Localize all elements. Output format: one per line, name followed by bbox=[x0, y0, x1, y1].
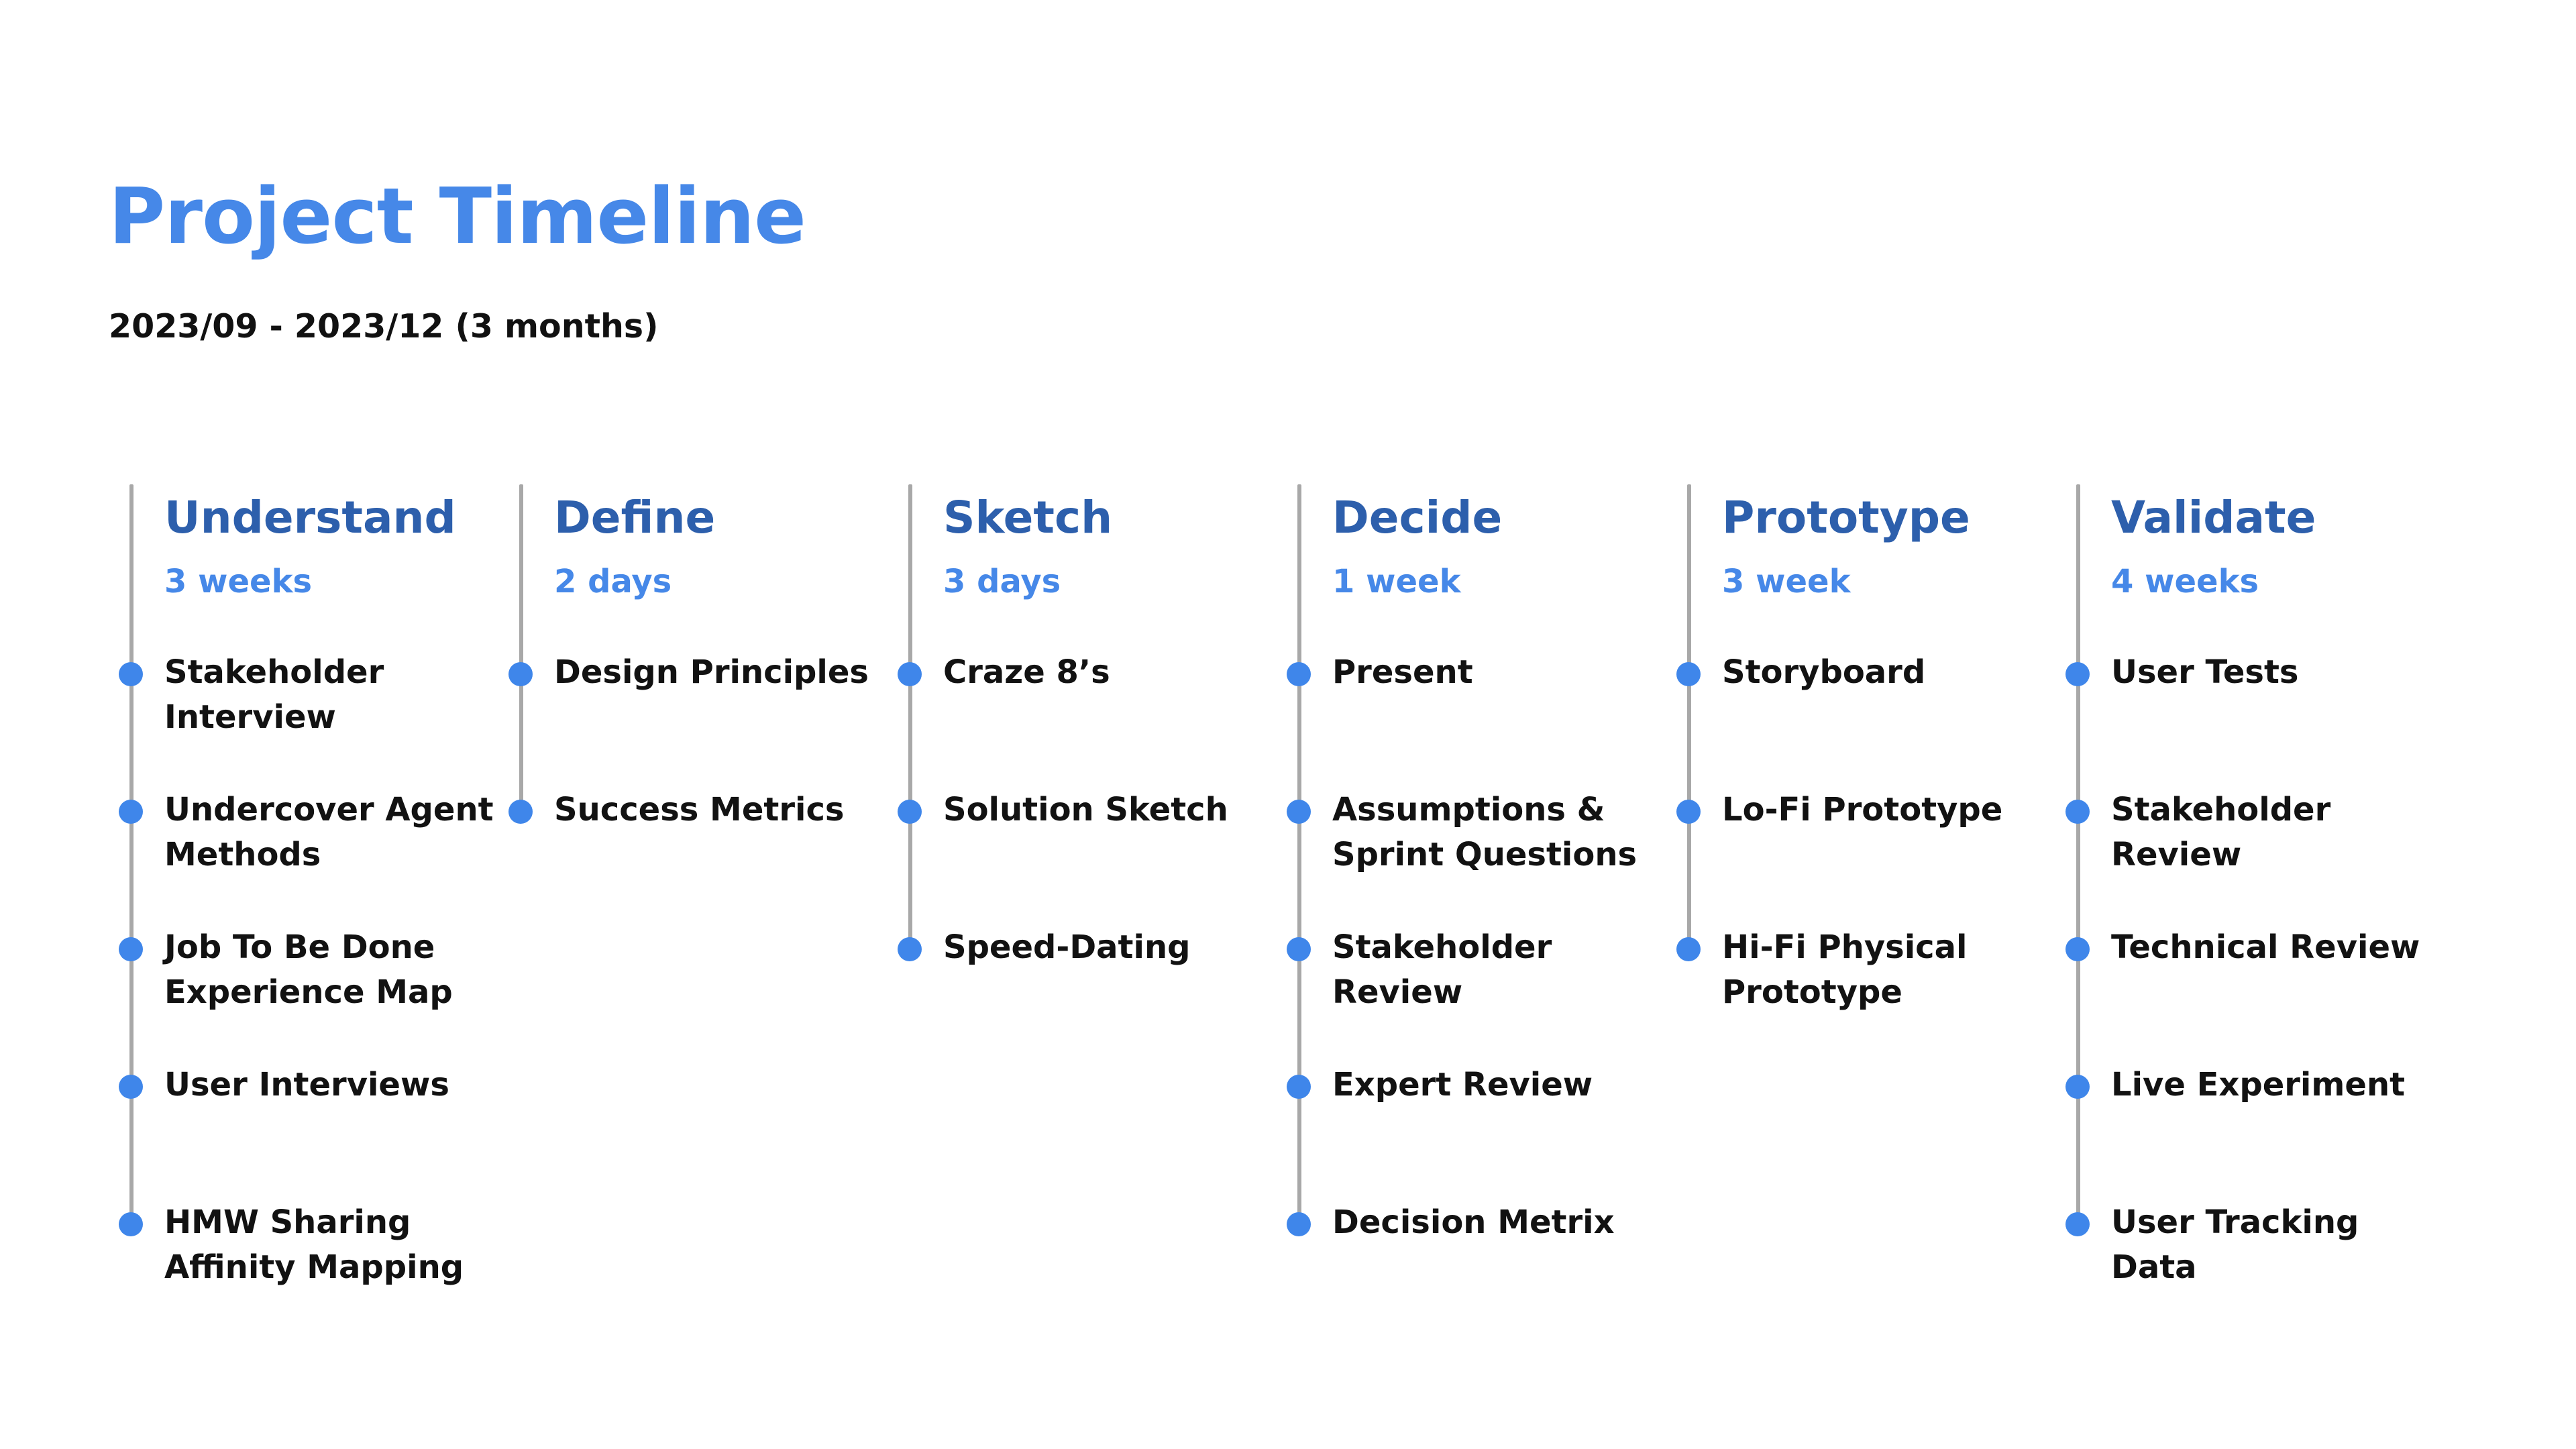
activity-item: Hi-Fi Physical Prototype bbox=[1676, 925, 2052, 1032]
timeline-dot-icon bbox=[2065, 1212, 2090, 1236]
timeline-dot-icon bbox=[1287, 800, 1311, 824]
timeline-dot-icon bbox=[1287, 662, 1311, 686]
activity-item: Success Metrics bbox=[508, 788, 884, 895]
activity-label: Craze 8’s bbox=[943, 653, 1110, 691]
activity-label: Lo-Fi Prototype bbox=[1722, 791, 2003, 828]
timeline-dot-icon bbox=[1676, 800, 1701, 824]
timeline-dot-icon bbox=[119, 1075, 143, 1099]
timeline-line bbox=[129, 484, 133, 1234]
phase-name: Prototype bbox=[1722, 492, 1970, 543]
activity-label: Stakeholder Review bbox=[1332, 928, 1552, 1011]
timeline-dot-icon bbox=[898, 800, 922, 824]
activity-item: Speed-Dating bbox=[898, 925, 1273, 1032]
activity-item: Expert Review bbox=[1287, 1063, 1662, 1170]
timeline-dot-icon bbox=[1676, 662, 1701, 686]
timeline-dot-icon bbox=[2065, 937, 2090, 961]
activity-label: Live Experiment bbox=[2111, 1066, 2406, 1104]
timeline-dot-icon bbox=[2065, 800, 2090, 824]
phase-duration: 2 days bbox=[554, 563, 672, 600]
activity-item: User Tests bbox=[2065, 650, 2441, 757]
timeline-line bbox=[908, 484, 912, 959]
activity-item: Design Principles bbox=[508, 650, 884, 757]
timeline-dot-icon bbox=[1287, 937, 1311, 961]
activity-label: Decision Metrix bbox=[1332, 1203, 1615, 1241]
activity-label: Technical Review bbox=[2111, 928, 2420, 966]
timeline-line bbox=[2076, 484, 2080, 1234]
activity-item: Decision Metrix bbox=[1287, 1200, 1662, 1307]
phase-duration: 3 weeks bbox=[164, 563, 313, 600]
activity-item: Technical Review bbox=[2065, 925, 2441, 1032]
timeline-line bbox=[1297, 484, 1301, 1234]
activity-label: Stakeholder Review bbox=[2111, 791, 2331, 873]
activity-item: Live Experiment bbox=[2065, 1063, 2441, 1170]
activity-label: Design Principles bbox=[554, 653, 869, 691]
activity-item: Stakeholder Review bbox=[1287, 925, 1662, 1032]
phase-name: Decide bbox=[1332, 492, 1503, 543]
activity-item: Stakeholder Review bbox=[2065, 788, 2441, 895]
page-title: Project Timeline bbox=[109, 172, 806, 262]
activity-label: User Interviews bbox=[164, 1066, 449, 1104]
timeline-dot-icon bbox=[2065, 662, 2090, 686]
phase-name: Sketch bbox=[943, 492, 1113, 543]
activity-item: Storyboard bbox=[1676, 650, 2052, 757]
timeline-dot-icon bbox=[1287, 1212, 1311, 1236]
activity-label: Speed-Dating bbox=[943, 928, 1191, 966]
activity-label: Stakeholder Interview bbox=[164, 653, 384, 736]
activity-item: Undercover Agent Methods bbox=[119, 788, 494, 895]
activity-label: Success Metrics bbox=[554, 791, 845, 828]
timeline-dot-icon bbox=[508, 662, 533, 686]
timeline-line bbox=[1687, 484, 1691, 959]
timeline-dot-icon bbox=[119, 1212, 143, 1236]
activity-item: Stakeholder Interview bbox=[119, 650, 494, 757]
timeline-dot-icon bbox=[119, 662, 143, 686]
activity-label: Storyboard bbox=[1722, 653, 1926, 691]
activity-label: Expert Review bbox=[1332, 1066, 1593, 1104]
timeline-dot-icon bbox=[119, 937, 143, 961]
phase-name: Understand bbox=[164, 492, 456, 543]
activity-item: HMW Sharing Affinity Mapping bbox=[119, 1200, 494, 1307]
timeline-line bbox=[519, 484, 523, 822]
timeline-dot-icon bbox=[1676, 937, 1701, 961]
activity-item: Assumptions & Sprint Questions bbox=[1287, 788, 1662, 895]
phase-duration: 1 week bbox=[1332, 563, 1461, 600]
activity-item: Craze 8’s bbox=[898, 650, 1273, 757]
activity-item: Present bbox=[1287, 650, 1662, 757]
activity-item: Job To Be Done Experience Map bbox=[119, 925, 494, 1032]
timeline-dot-icon bbox=[119, 800, 143, 824]
activity-item: User Interviews bbox=[119, 1063, 494, 1170]
activity-label: User Tests bbox=[2111, 653, 2299, 691]
phase-name: Validate bbox=[2111, 492, 2316, 543]
phase-duration: 4 weeks bbox=[2111, 563, 2259, 600]
activity-label: Job To Be Done Experience Map bbox=[164, 928, 453, 1011]
timeline-dot-icon bbox=[508, 800, 533, 824]
phase-duration: 3 days bbox=[943, 563, 1061, 600]
activity-label: HMW Sharing Affinity Mapping bbox=[164, 1203, 464, 1286]
activity-label: Present bbox=[1332, 653, 1473, 691]
activity-label: Hi-Fi Physical Prototype bbox=[1722, 928, 1968, 1011]
activity-label: Undercover Agent Methods bbox=[164, 791, 494, 873]
activity-label: User Tracking Data bbox=[2111, 1203, 2359, 1286]
phase-duration: 3 week bbox=[1722, 563, 1851, 600]
timeline-dot-icon bbox=[898, 937, 922, 961]
phase-name: Define bbox=[554, 492, 716, 543]
activity-item: User Tracking Data bbox=[2065, 1200, 2441, 1307]
timeline-dot-icon bbox=[898, 662, 922, 686]
activity-item: Lo-Fi Prototype bbox=[1676, 788, 2052, 895]
activity-label: Solution Sketch bbox=[943, 791, 1228, 828]
timeline-dot-icon bbox=[2065, 1075, 2090, 1099]
timeline-dot-icon bbox=[1287, 1075, 1311, 1099]
activity-label: Assumptions & Sprint Questions bbox=[1332, 791, 1638, 873]
activity-item: Solution Sketch bbox=[898, 788, 1273, 895]
date-range-subtitle: 2023/09 - 2023/12 (3 months) bbox=[109, 307, 659, 345]
